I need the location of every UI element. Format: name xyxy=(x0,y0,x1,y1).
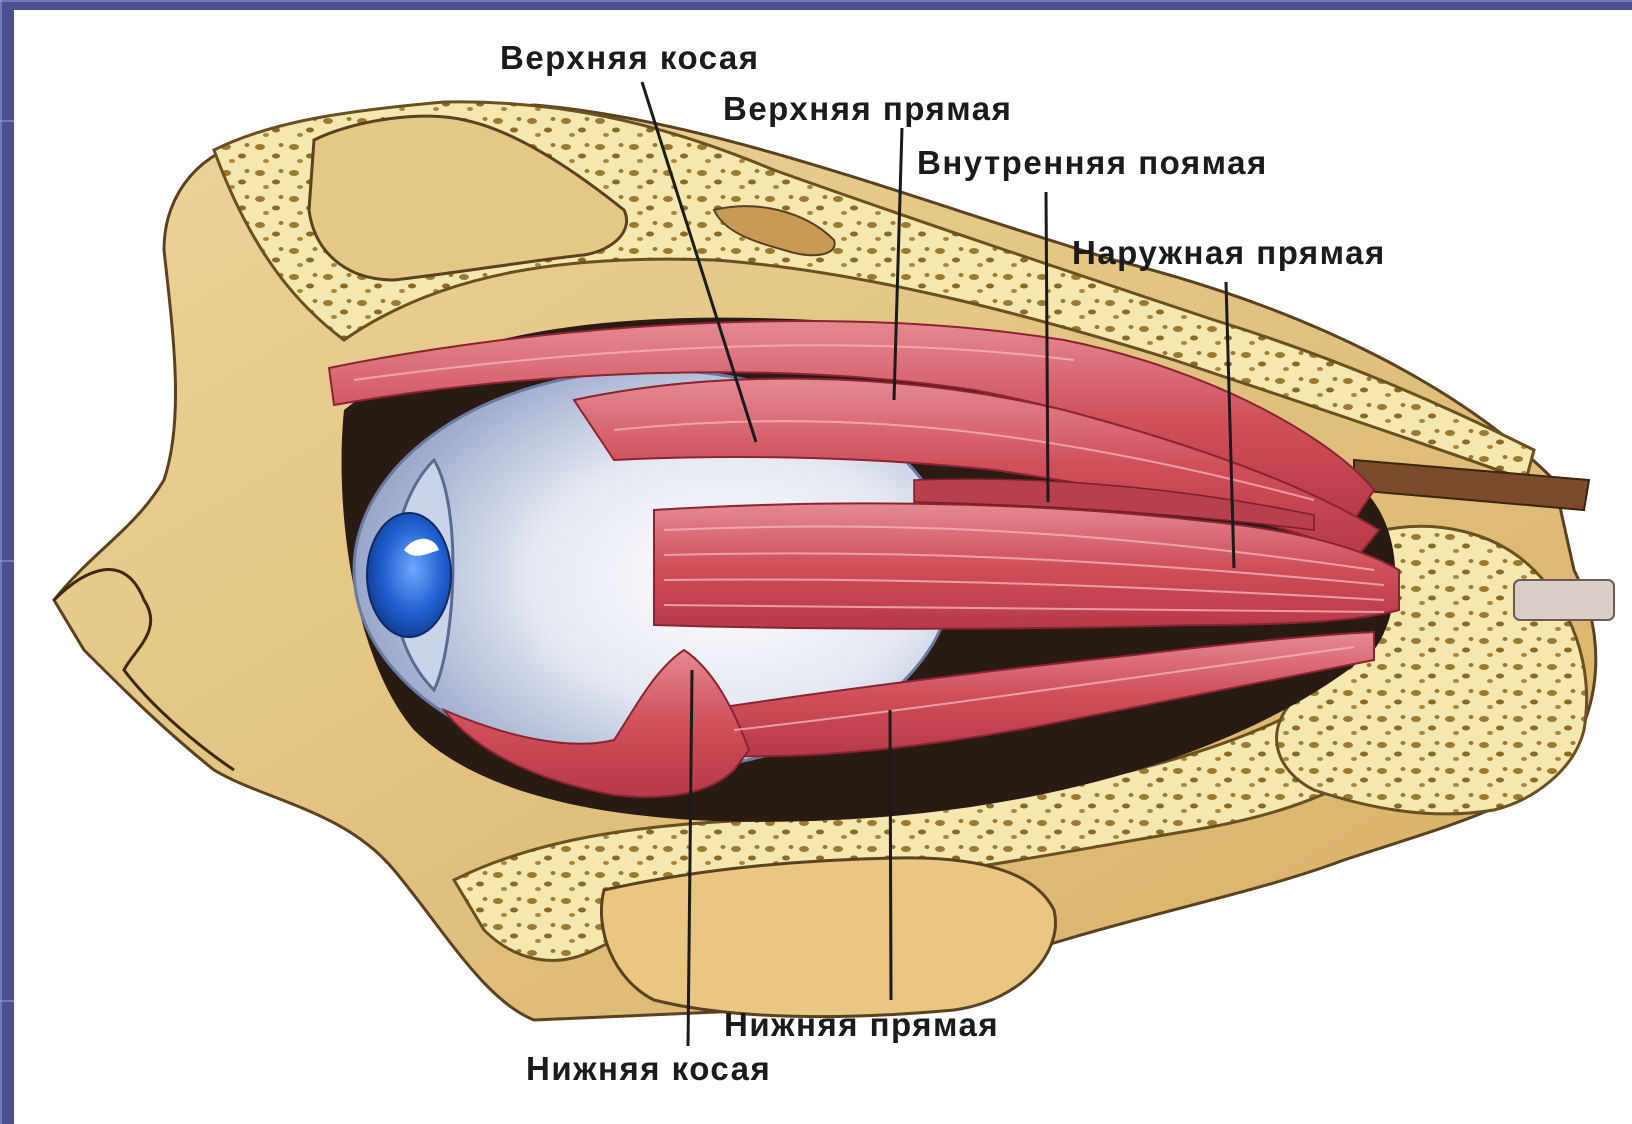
frame-grid-line xyxy=(0,0,1632,2)
leader-line-medial-rectus xyxy=(1046,192,1048,502)
frame-grid-line xyxy=(0,0,2,1124)
frame-grid-line xyxy=(0,120,14,122)
leader-line-inferior-rectus xyxy=(890,710,891,1000)
label-superior-rectus: Верхняя прямая xyxy=(723,90,1012,128)
label-inferior-oblique: Нижняя косая xyxy=(526,1050,771,1088)
eye-muscles-illustration xyxy=(14,10,1632,1124)
label-inferior-rectus: Нижняя прямая xyxy=(724,1006,999,1044)
slide: Верхняя косая Верхняя прямая Внутренняя … xyxy=(14,10,1632,1124)
frame-grid-line xyxy=(0,1000,14,1002)
maxillary-sinus xyxy=(601,858,1055,1017)
optic-canal-edge xyxy=(1514,580,1614,620)
label-lateral-rectus: Наружная прямая xyxy=(1072,234,1386,272)
label-superior-oblique: Верхняя косая xyxy=(500,39,760,77)
iris xyxy=(367,513,451,637)
frame-grid-line xyxy=(0,560,14,562)
label-medial-rectus: Внутренняя поямая xyxy=(917,144,1268,182)
